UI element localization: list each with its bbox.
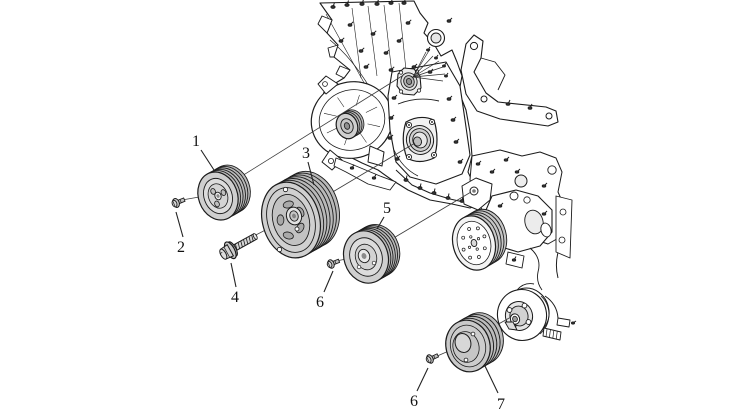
part-pulley-3 [261, 170, 340, 259]
callout-leader-lines [175, 149, 499, 394]
callout-label-3: 3 [302, 145, 310, 162]
idler-mount-flange [396, 46, 449, 96]
part-bolts [171, 197, 440, 364]
part-bolt-6-middle [326, 258, 341, 269]
callout-label-4: 4 [231, 289, 239, 306]
part-pulley-7 [445, 312, 504, 373]
callout-label-1: 1 [192, 133, 200, 150]
callout-label-5: 5 [383, 200, 391, 217]
part-bolt-2 [171, 197, 186, 208]
part-pulley-1 [197, 164, 251, 221]
part-bolt-6-bottom [425, 353, 440, 364]
callout-labels: 1 2 3 4 5 6 6 7 [177, 133, 505, 412]
callout-label-7: 6 [410, 393, 418, 410]
alternator [310, 75, 397, 191]
engine-assembly [310, 0, 577, 342]
ac-compressor [451, 177, 553, 291]
part-pulleys [197, 164, 504, 373]
engine-bracket [460, 34, 559, 127]
part-pulley-5 [342, 224, 401, 284]
callout-label-6: 6 [316, 294, 324, 311]
callout-label-2: 2 [177, 239, 185, 256]
water-pump [496, 283, 577, 342]
crankshaft-snout-flange [395, 116, 483, 207]
part-bolt-4 [219, 233, 258, 260]
callout-label-8: 7 [497, 396, 505, 412]
